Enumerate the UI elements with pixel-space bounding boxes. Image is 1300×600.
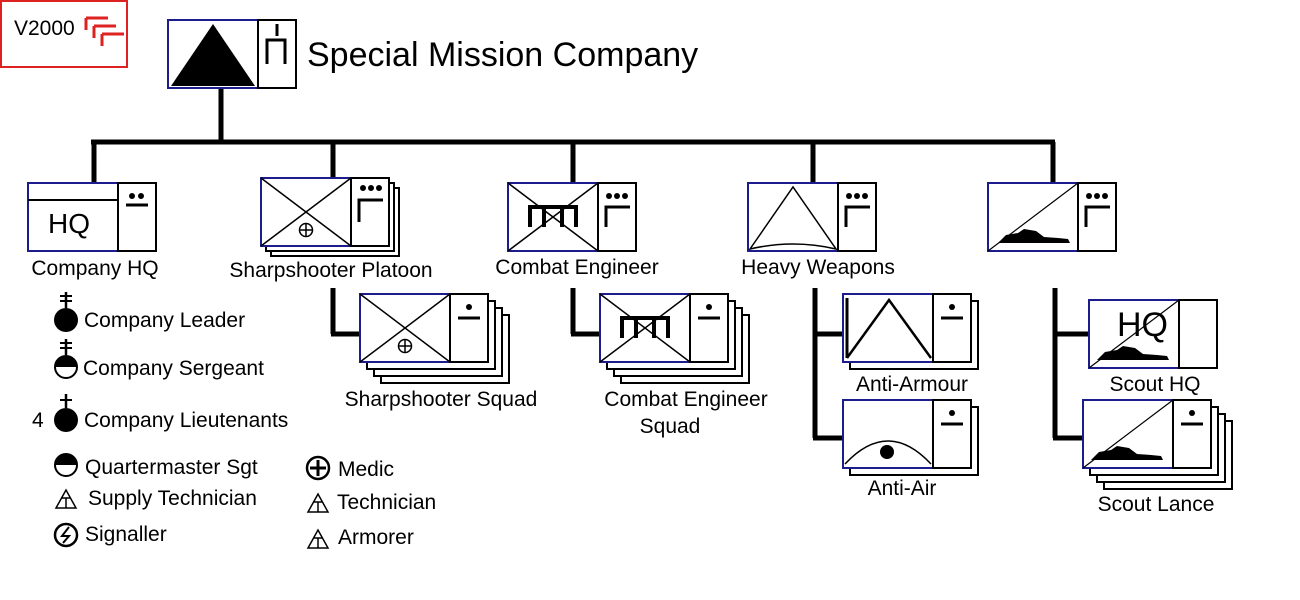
company-symbol <box>167 19 297 89</box>
subunit-label-squad: Squad <box>639 415 701 438</box>
personnel-armorer: Armorer <box>338 526 414 549</box>
company-hq-symbol: HQ <box>27 182 157 252</box>
combat-engineer-squad-symbol <box>599 293 750 384</box>
rank-sergeant-icon <box>54 339 78 379</box>
personnel-supply-technician: Supply Technician <box>88 487 257 510</box>
anti-air-symbol <box>842 399 979 476</box>
scout-mech-icon <box>998 229 1070 243</box>
anti-armour-icon <box>845 297 933 359</box>
unit-label-sharpshooter-platoon: Sharpshooter Platoon <box>229 259 433 282</box>
personnel-icons <box>53 292 331 549</box>
heavy-weapons-symbol <box>747 182 877 252</box>
scout-unit-symbol <box>987 182 1117 252</box>
half-circle-icon <box>54 453 78 477</box>
unit-label-company-hq: Company HQ <box>31 257 159 280</box>
sharpshooter-icon <box>397 338 413 354</box>
subunit-label-anti-armour: Anti-Armour <box>855 373 969 396</box>
personnel-company-leader: Company Leader <box>84 309 246 332</box>
subunit-label-combat-engineer: Combat Engineer <box>604 388 768 411</box>
subunit-label-sharpshooter-squad: Sharpshooter Squad <box>344 388 538 411</box>
engineer-icon <box>620 316 670 338</box>
subunit-label-anti-air: Anti-Air <box>867 477 937 500</box>
sharpshooter-squad-symbol <box>359 293 510 384</box>
anti-air-icon <box>880 445 894 459</box>
heavy-weapons-icon <box>748 185 838 251</box>
sharpshooter-icon <box>298 222 314 238</box>
engineer-icon <box>528 205 578 227</box>
connector-lines <box>91 88 1089 441</box>
technician-icon <box>306 528 330 549</box>
rank-leader-icon <box>54 292 78 332</box>
anti-armour-symbol <box>842 293 979 370</box>
logo-chevrons-icon <box>84 16 124 46</box>
personnel-company-sergeant: Company Sergeant <box>83 357 264 380</box>
personnel-medic: Medic <box>338 458 395 481</box>
unit-label-heavy-weapons: Heavy Weapons <box>741 256 895 279</box>
personnel-quartermaster-sgt: Quartermaster Sgt <box>85 456 258 479</box>
technician-icon <box>306 492 330 513</box>
personnel-lieutenant-count: 4 <box>32 409 44 432</box>
rank-lieutenant-icon <box>54 394 78 432</box>
company-title: Special Mission Company <box>307 36 699 74</box>
combat-engineer-symbol <box>507 182 637 252</box>
signal-icon <box>53 522 79 548</box>
logo-text: V2000 <box>14 17 75 40</box>
hq-icon: HQ <box>48 208 90 239</box>
scout-mech-icon <box>1091 446 1163 460</box>
scout-hq-symbol: HQ <box>1088 299 1218 369</box>
personnel-signaller: Signaller <box>85 523 167 546</box>
scout-hq-icon: HQ <box>1117 306 1168 344</box>
scout-lance-symbol <box>1082 399 1233 490</box>
v2000-logo: V2000 <box>0 0 128 68</box>
sharpshooter-platoon-symbol <box>260 177 400 257</box>
medic-icon <box>305 455 331 481</box>
subunit-label-scout-hq: Scout HQ <box>1109 373 1201 396</box>
personnel-company-lieutenants: Company Lieutenants <box>84 409 289 432</box>
personnel-technician: Technician <box>337 491 437 514</box>
subunit-label-scout-lance: Scout Lance <box>1097 493 1215 516</box>
unit-label-combat-engineer: Combat Engineer <box>495 256 659 279</box>
technician-icon <box>54 488 78 509</box>
